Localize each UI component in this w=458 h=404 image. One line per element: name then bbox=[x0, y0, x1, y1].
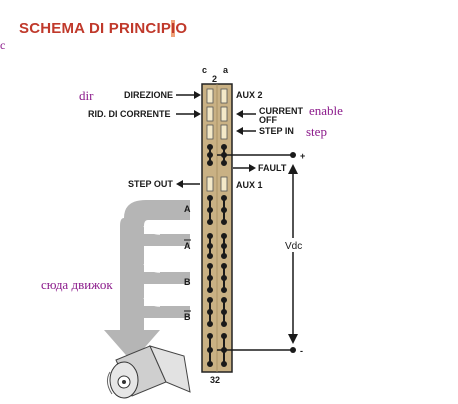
minus-terminal bbox=[290, 347, 296, 353]
label-fault: FAULT bbox=[258, 163, 287, 173]
label-rid-corrente: RID. DI CORRENTE bbox=[88, 109, 171, 119]
stepper-motor-icon bbox=[106, 345, 191, 399]
note-enable: enable bbox=[309, 103, 343, 118]
label-step-in: STEP IN bbox=[259, 126, 294, 136]
arrow-up-icon bbox=[288, 164, 298, 174]
label-step-out: STEP OUT bbox=[128, 179, 173, 189]
title-text-before: SCHEMA DI PRINCIP bbox=[19, 20, 172, 37]
label-phase-a: A bbox=[184, 204, 191, 214]
text-cursor-highlight: I bbox=[171, 20, 176, 37]
connector-pin-slots bbox=[206, 88, 228, 192]
page-title: SCHEMA DI PRINCIPIO bbox=[19, 20, 187, 37]
pin-column-c-label: c bbox=[202, 65, 207, 75]
label-aux1: AUX 1 bbox=[236, 180, 263, 190]
label-vdc: Vdc bbox=[285, 241, 302, 252]
label-phase-b-bar: B bbox=[184, 312, 191, 322]
arrow-left-icon bbox=[236, 110, 256, 118]
top-pin-number: 2 bbox=[212, 74, 217, 84]
title-text-after: O bbox=[175, 20, 188, 37]
note-motor-here: сюда движок bbox=[41, 277, 113, 292]
plus-terminal bbox=[290, 152, 296, 158]
label-phase-a-bar: A bbox=[184, 241, 191, 251]
pin-column-a-label: a bbox=[223, 65, 229, 75]
label-aux2: AUX 2 bbox=[236, 90, 263, 100]
label-phase-b: B bbox=[184, 277, 191, 287]
arrow-right-icon bbox=[238, 164, 256, 172]
motor-direction-arrow bbox=[104, 200, 190, 362]
label-off: OFF bbox=[259, 115, 277, 125]
label-plus: + bbox=[300, 151, 305, 161]
label-minus: - bbox=[300, 346, 303, 356]
label-direzione: DIREZIONE bbox=[124, 90, 173, 100]
label-current: CURRENT bbox=[259, 106, 304, 116]
arrow-left-icon bbox=[176, 180, 200, 188]
note-dir: dir bbox=[79, 88, 94, 103]
arrow-down-icon bbox=[288, 334, 298, 344]
stray-mark: c bbox=[0, 38, 6, 52]
bottom-pin-number: 32 bbox=[210, 375, 220, 385]
arrow-left-icon bbox=[236, 127, 256, 135]
arrow-right-icon bbox=[176, 91, 201, 99]
note-step: step bbox=[306, 124, 327, 139]
arrow-right-icon bbox=[176, 110, 201, 118]
